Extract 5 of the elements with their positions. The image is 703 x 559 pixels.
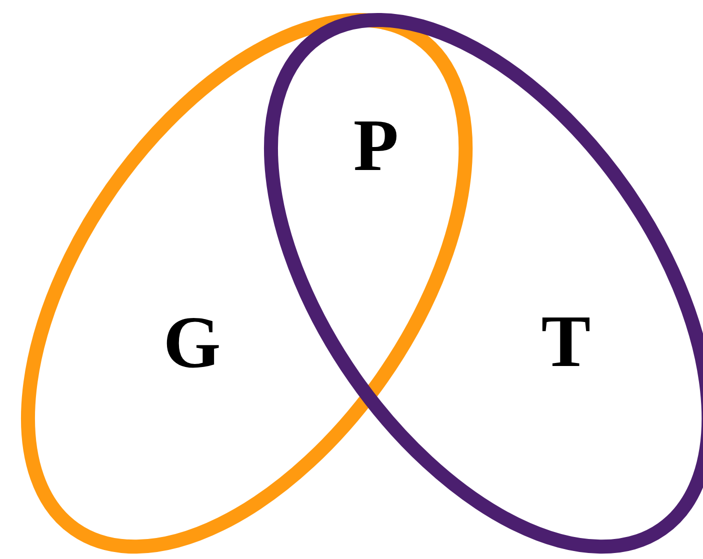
ellipse-outline xyxy=(264,12,703,554)
set-label: G xyxy=(163,306,221,380)
intersection-label: P xyxy=(353,109,399,183)
set-label: T xyxy=(541,304,591,379)
ellipse-outline xyxy=(21,12,473,554)
